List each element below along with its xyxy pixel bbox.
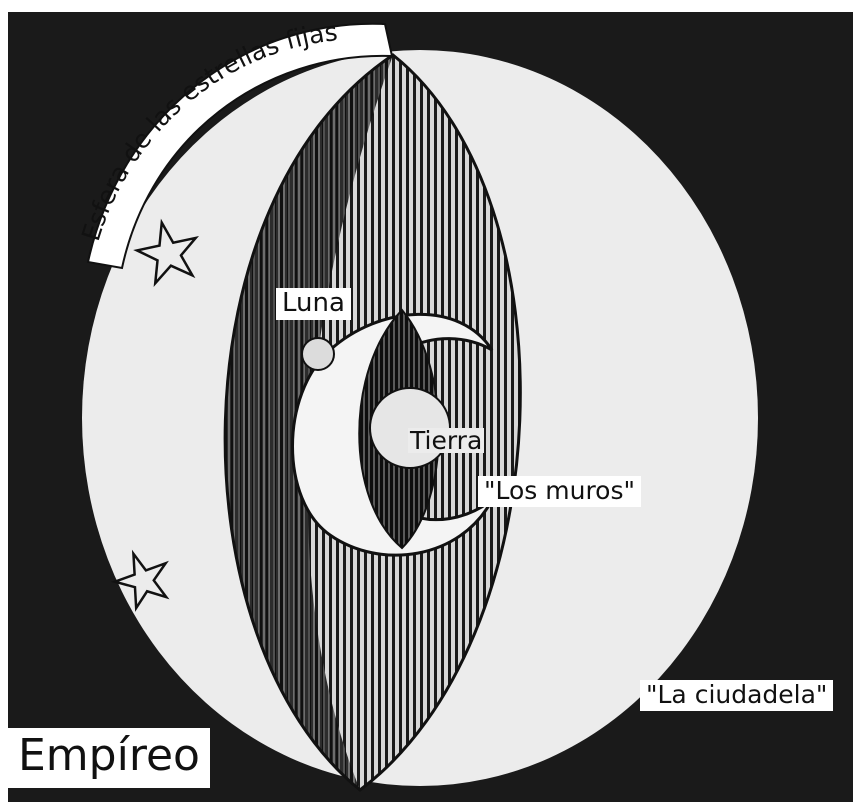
moon-label: Luna <box>276 288 351 320</box>
moon-globe <box>301 337 335 371</box>
star-icon <box>133 218 199 288</box>
earth-label: Tierra <box>408 426 485 455</box>
lens-outline <box>223 53 522 792</box>
walls-label: "Los muros" <box>478 476 642 507</box>
fixed-stars-banner <box>86 22 394 270</box>
empyrean-label: Empíreo <box>8 728 210 788</box>
citadel-label: "La ciudadela" <box>640 680 834 711</box>
star-icon <box>110 549 170 612</box>
